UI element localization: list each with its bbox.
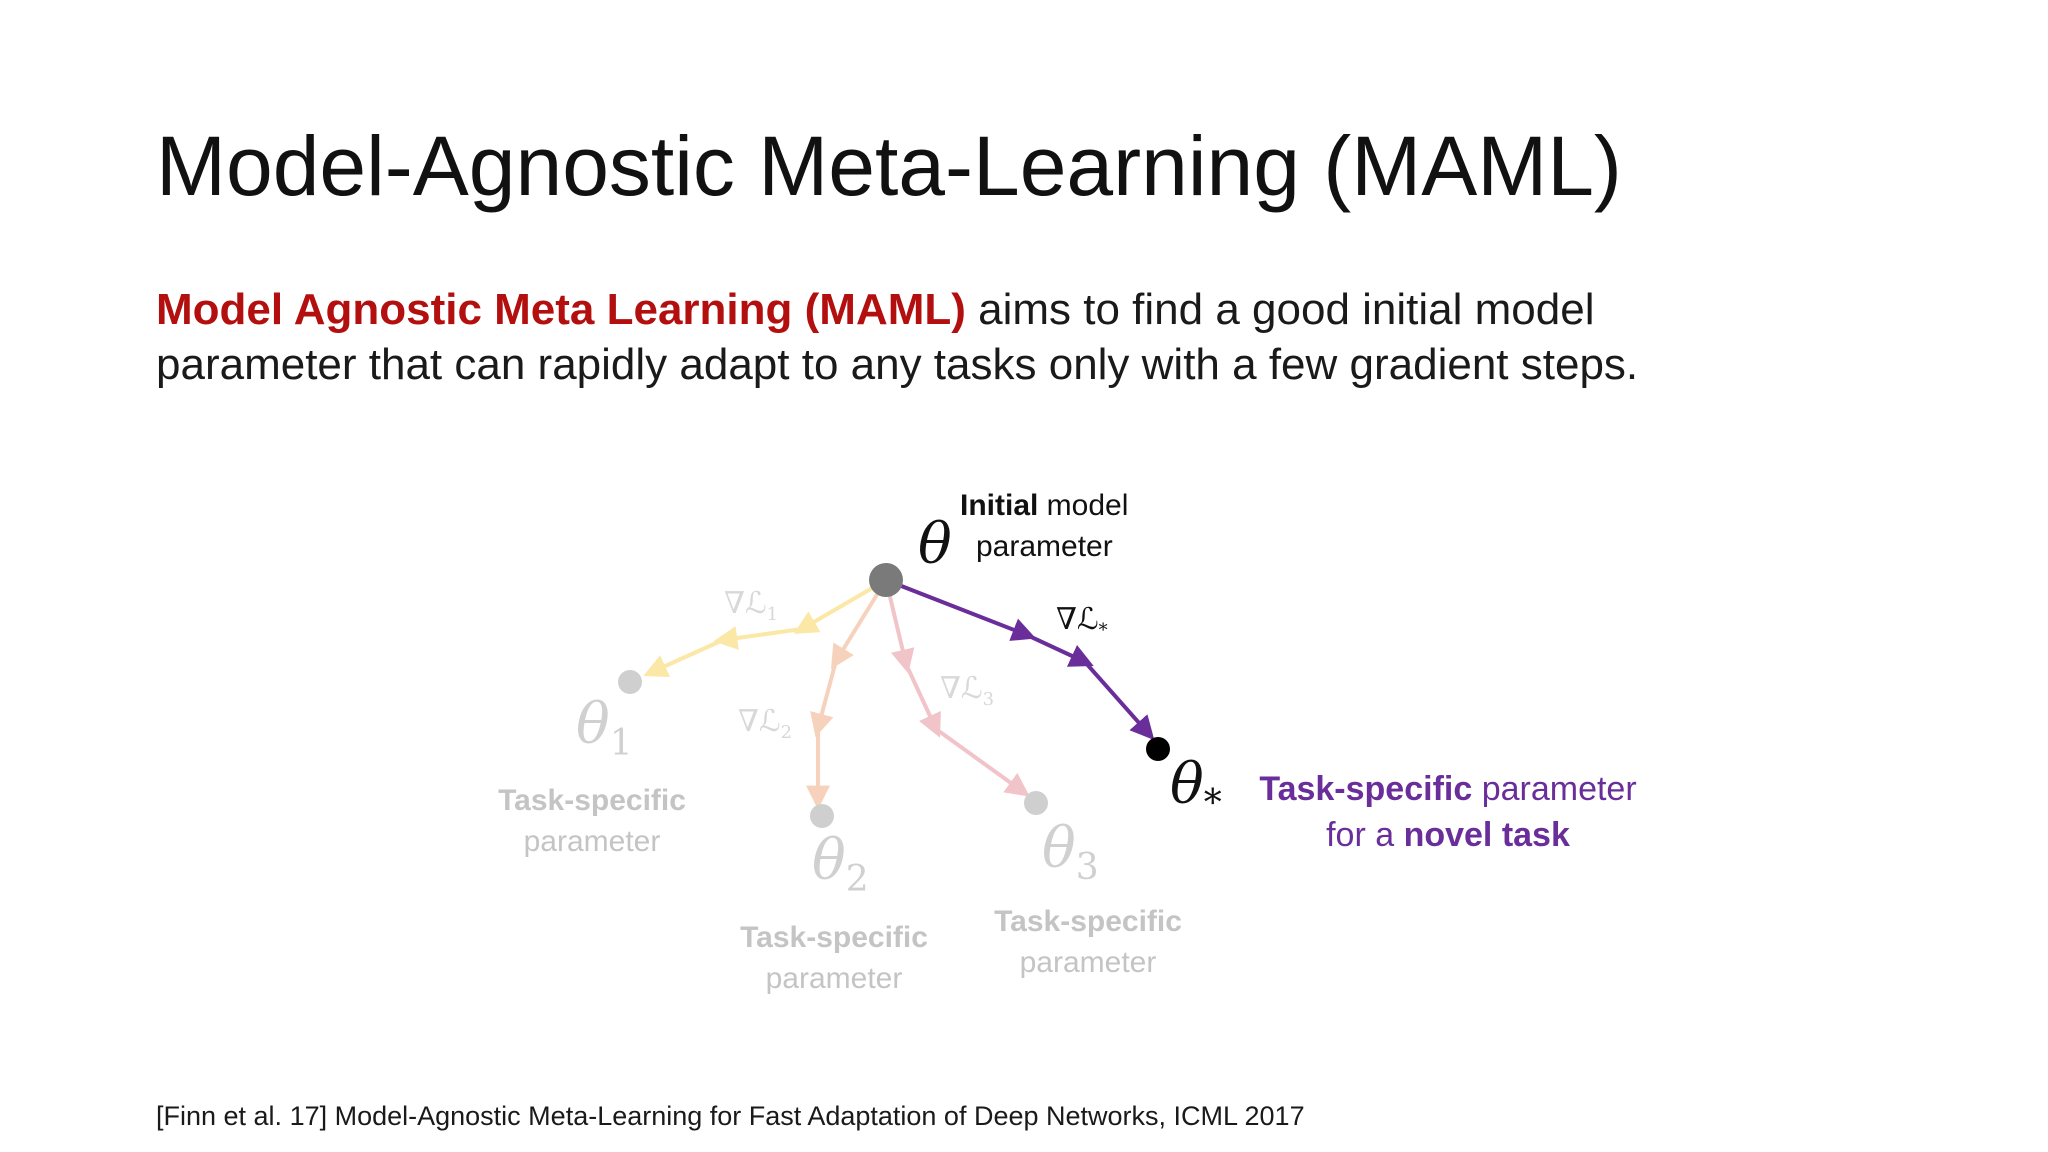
- task2-caption: Task-specific parameter: [740, 921, 928, 995]
- intro-paragraph: Model Agnostic Meta Learning (MAML) aims…: [156, 282, 1936, 392]
- theta-2-symbol: θ2: [812, 828, 869, 901]
- novel-task-caption: Task-specific parameter for a novel task: [1259, 770, 1637, 854]
- task3-caption: Task-specific parameter: [994, 905, 1182, 979]
- gradient-label-novel: ∇ℒ*: [1056, 602, 1108, 641]
- intro-highlight: Model Agnostic Meta Learning (MAML): [156, 285, 966, 334]
- theta-1-symbol: θ1: [576, 692, 633, 765]
- initial-parameter-node: [869, 563, 903, 597]
- task3-parameter-node: [1024, 791, 1048, 815]
- initial-parameter-caption: Initial model parameter: [960, 489, 1129, 563]
- citation-footnote: [Finn et al. 17] Model-Agnostic Meta-Lea…: [156, 1101, 1305, 1131]
- theta-initial-symbol: θ: [918, 512, 952, 577]
- intro-line2: parameter that can rapidly adapt to any …: [156, 340, 1639, 389]
- gradient-label-1: ∇ℒ1: [724, 586, 779, 625]
- gradient-path-novel: [885, 578, 1155, 741]
- task2-parameter-node: [810, 804, 834, 828]
- novel-parameter-node: [1146, 737, 1170, 761]
- task1-parameter-node: [618, 670, 642, 694]
- theta-novel-symbol: θ*: [1170, 752, 1222, 825]
- slide-title: Model-Agnostic Meta-Learning (MAML): [156, 119, 1622, 213]
- gradient-label-2: ∇ℒ2: [738, 704, 793, 743]
- intro-line1-rest: aims to find a good initial model: [965, 285, 1595, 334]
- theta-3-symbol: θ3: [1042, 816, 1099, 889]
- task1-caption: Task-specific parameter: [498, 784, 686, 858]
- gradient-label-3: ∇ℒ3: [940, 671, 995, 710]
